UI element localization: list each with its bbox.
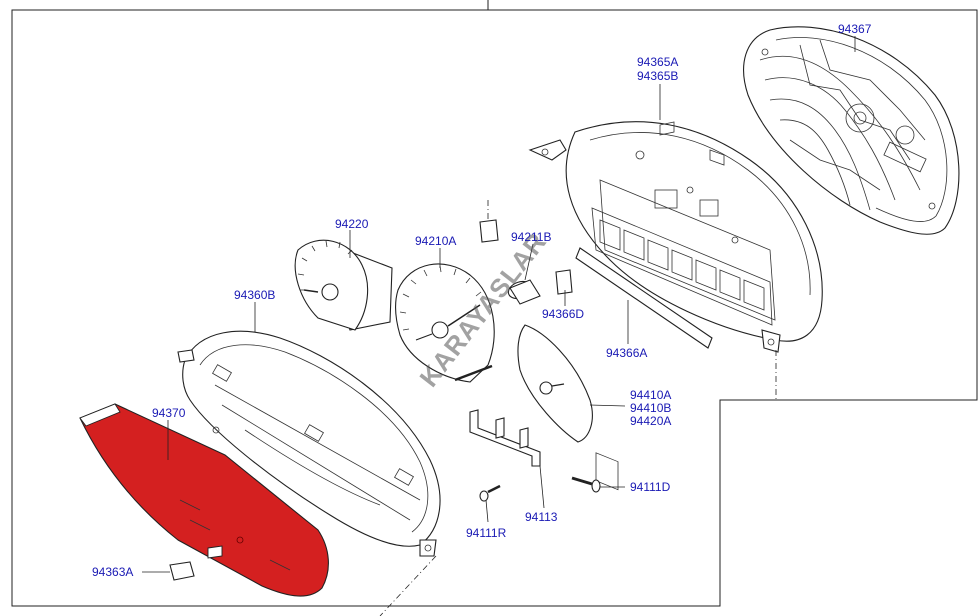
facia-glass-94370	[79, 403, 329, 597]
callout-94365A: 94365A	[637, 55, 678, 69]
speedometer-dial-94210A	[395, 263, 495, 383]
callout-94410B: 94410B	[630, 401, 671, 415]
callout-94111R: 94111R	[466, 526, 507, 540]
fuel-temp-gauge-94410	[517, 324, 593, 443]
small-square-part	[479, 219, 499, 243]
callout-94366A: 94366A	[606, 346, 647, 360]
leader-lines	[142, 36, 856, 616]
callout-94210A: 94210A	[415, 234, 456, 248]
bracket-94113	[469, 409, 541, 467]
tachometer-dial-94220	[294, 239, 393, 331]
screw-94111R	[479, 484, 501, 502]
callout-94113: 94113	[525, 510, 558, 524]
callout-94363A: 94363A	[92, 565, 133, 579]
socket-94211B	[507, 279, 541, 305]
callout-94420A: 94420A	[630, 414, 671, 428]
callout-94360B: 94360B	[234, 288, 275, 302]
callout-94366D: 94366D	[542, 307, 584, 321]
callout-94367: 94367	[838, 22, 872, 36]
connector-slots	[595, 452, 619, 491]
callout-94220: 94220	[335, 217, 369, 231]
small-part-94366D	[555, 269, 573, 295]
callout-94211B: 94211B	[511, 230, 551, 244]
circuit-board-94367	[743, 26, 960, 235]
pad-94363A	[169, 561, 195, 581]
callout-labels: 94367 94365A 94365B 94220 94210A 94211B …	[92, 22, 872, 579]
callout-94111D: 94111D	[630, 480, 671, 494]
callout-94370: 94370	[152, 406, 186, 420]
screw-94111D	[571, 476, 601, 493]
facia-glass-red-fill	[79, 403, 329, 597]
callout-94365B: 94365B	[637, 69, 678, 83]
rear-case-94365	[528, 121, 823, 491]
diagram-frame	[11, 9, 978, 607]
front-housing-94360B	[177, 330, 441, 557]
lens-strip-94366A	[575, 247, 713, 349]
callout-94410A: 94410A	[630, 388, 671, 402]
